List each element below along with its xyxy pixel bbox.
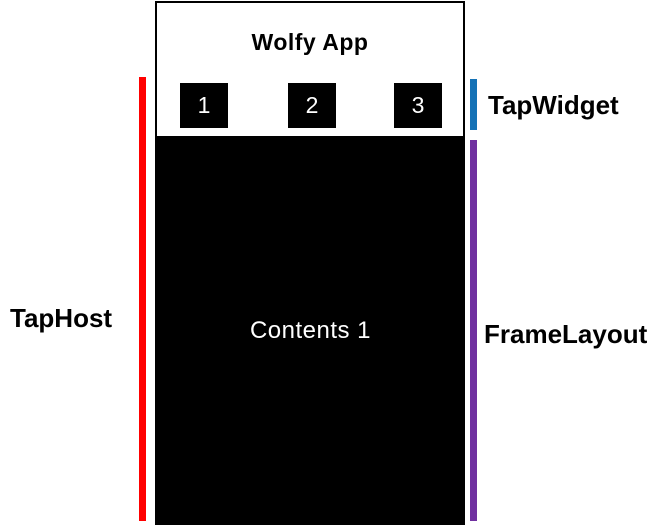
taphost-label: TapHost (10, 303, 113, 333)
framelayout-label: FrameLayout (484, 319, 648, 349)
tab-button-1[interactable]: 1 (180, 83, 228, 128)
app-title: Wolfy App (251, 29, 369, 55)
content-area: Contents 1 (157, 136, 464, 525)
tapwidget-label: TapWidget (488, 90, 619, 120)
tapwidget-bracket-line (470, 79, 477, 130)
framelayout-bracket-line (470, 140, 477, 521)
taphost-bracket-line (139, 77, 146, 521)
tab-button-3[interactable]: 3 (394, 83, 442, 128)
tab-button-2[interactable]: 2 (288, 83, 336, 128)
content-label: Contents 1 (249, 316, 372, 344)
